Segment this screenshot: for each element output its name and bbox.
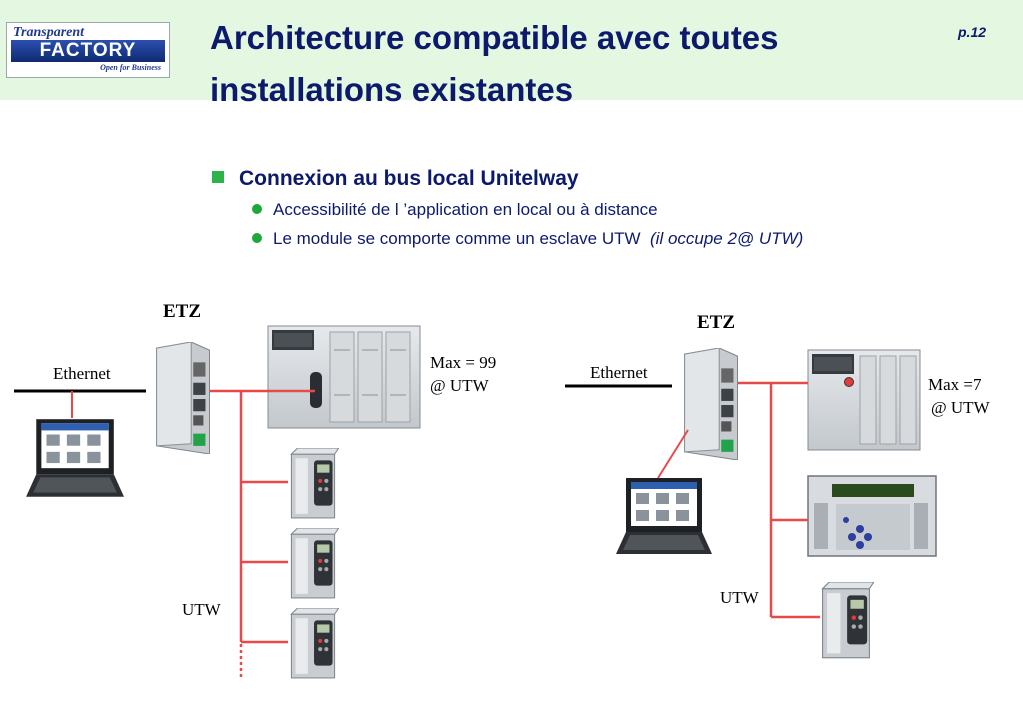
left-etz-label: ETZ: [163, 301, 202, 322]
right-etz-label: ETZ: [697, 312, 736, 333]
left-max-line2: @ UTW: [430, 376, 489, 395]
left-ethernet-label: Ethernet: [53, 364, 111, 383]
right-laptop-icon: [616, 478, 712, 554]
left-utw-label: UTW: [182, 600, 221, 619]
right-ethernet-label: Ethernet: [590, 363, 648, 382]
left-drive-1-icon: [290, 448, 339, 519]
green-dot-bullet-icon: [252, 233, 262, 243]
left-plc-rack-icon: [267, 325, 421, 429]
logo-line2: FACTORY: [11, 40, 165, 62]
green-square-bullet-icon: [212, 171, 224, 183]
right-hmi-terminal-icon: [807, 475, 937, 557]
right-max-line2: @ UTW: [931, 398, 990, 417]
page-title: Architecture compatible avec toutes inst…: [210, 19, 779, 108]
left-laptop-icon: [26, 419, 124, 497]
sub-bullet-2: Le module se comporte comme un esclave U…: [252, 229, 803, 249]
right-utw-bus: [738, 381, 820, 619]
main-bullet: Connexion au bus local Unitelway: [212, 167, 579, 191]
main-bullet-text: Connexion au bus local Unitelway: [239, 167, 579, 190]
sub-bullet-1-text: Accessibilité de l ’application en local…: [273, 200, 658, 219]
sub-bullet-2-text: Le module se comporte comme un esclave U…: [273, 229, 641, 248]
right-max-label: Max =7 @ UTW: [928, 373, 990, 419]
left-drive-3-icon: [290, 608, 339, 679]
right-max-line1: Max =7: [928, 375, 982, 394]
right-etz-module-icon: [684, 348, 738, 460]
right-utw-label: UTW: [720, 588, 759, 607]
left-max-label: Max = 99 @ UTW: [430, 351, 496, 397]
right-drive-icon: [822, 582, 874, 659]
left-etz-module-icon: [156, 342, 210, 454]
sub-bullet-2-italic: (il occupe 2@ UTW): [650, 229, 804, 248]
logo-line3: Open for Business: [100, 63, 161, 72]
left-max-line1: Max = 99: [430, 353, 497, 372]
right-plc-rack-icon: [807, 349, 921, 451]
header-band: [0, 0, 1023, 100]
transparent-factory-logo: Transparent FACTORY Open for Business: [6, 22, 170, 78]
left-utw-bus: [210, 389, 315, 678]
sub-bullet-1: Accessibilité de l ’application en local…: [252, 200, 658, 220]
green-dot-bullet-icon: [252, 204, 262, 214]
logo-line1: Transparent: [13, 25, 85, 40]
right-laptop-link: [657, 429, 689, 479]
page-number: p.12: [958, 24, 987, 40]
left-drive-2-icon: [290, 528, 339, 599]
